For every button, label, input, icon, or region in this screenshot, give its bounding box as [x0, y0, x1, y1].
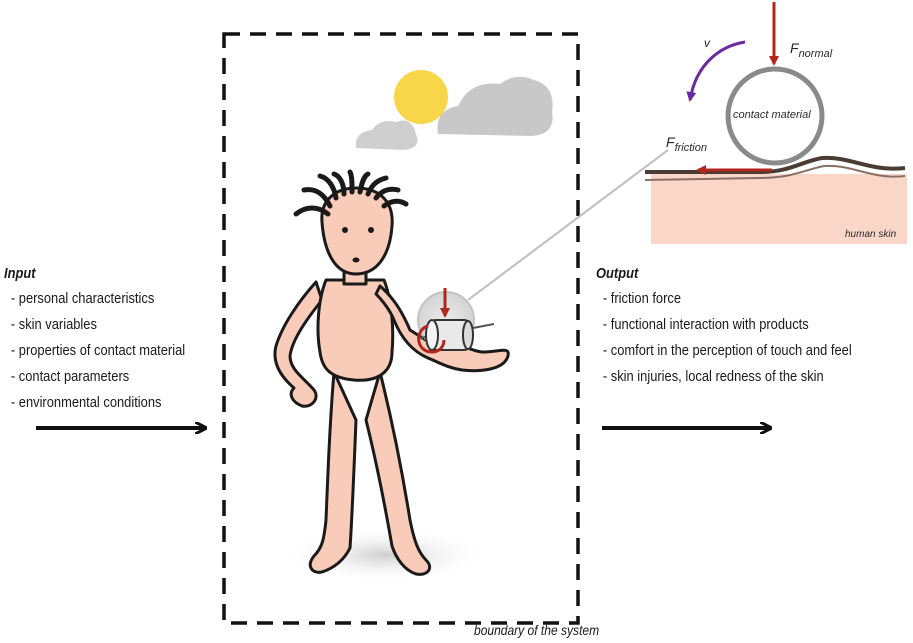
input-item: personal characteristics [11, 286, 185, 312]
left-leg [308, 370, 358, 574]
input-item: skin variables [11, 312, 185, 338]
output-item: comfort in the perception of touch and f… [603, 338, 852, 364]
zoom-connector-line [467, 149, 669, 301]
boundary-label: boundary of the system [474, 622, 600, 638]
hair [293, 169, 409, 217]
output-item: friction force [603, 286, 852, 312]
output-item: skin injuries, local redness of the skin [603, 364, 852, 390]
input-block: Input personal characteristics skin vari… [4, 262, 185, 416]
velocity-label: v [704, 36, 710, 50]
input-item: contact parameters [11, 364, 185, 390]
right-leg [364, 370, 432, 576]
left-arm [273, 280, 324, 408]
skin-surface-line [645, 155, 906, 174]
roller-icon [417, 288, 495, 354]
normal-force-label: Fnormal [790, 40, 832, 60]
person-figure [273, 186, 510, 576]
cloud-icon [437, 76, 553, 136]
output-heading: Output [596, 265, 639, 282]
normal-force-symbol: F [790, 40, 799, 56]
inset-skin-area [651, 174, 907, 244]
contact-material-roller [725, 66, 825, 166]
velocity-arrow [686, 40, 746, 102]
friction-force-symbol: F [666, 134, 675, 150]
contact-material-label: contact material [733, 109, 811, 121]
input-item: environmental conditions [11, 390, 185, 416]
skin-under-line [644, 164, 906, 181]
ground-shadow [280, 527, 490, 583]
torso [316, 278, 395, 382]
output-item: functional interaction with products [603, 312, 852, 338]
output-block: Output friction force functional interac… [596, 262, 852, 390]
input-list: personal characteristics skin variables … [4, 286, 185, 416]
output-list: friction force functional interaction wi… [596, 286, 852, 390]
small-rotation-arrow [417, 324, 446, 354]
input-item: properties of contact material [11, 338, 185, 364]
right-eye [368, 227, 374, 233]
human-skin-label: human skin [845, 229, 897, 240]
left-eye [342, 227, 348, 233]
small-cloud-icon [355, 120, 418, 150]
mouth [352, 257, 360, 263]
friction-inset [644, 2, 907, 244]
sun-icon [394, 70, 448, 124]
friction-force-label: Ffriction [666, 134, 707, 154]
friction-force-subscript: friction [674, 141, 707, 154]
face [342, 227, 374, 263]
input-heading: Input [4, 265, 36, 282]
normal-force-subscript: normal [798, 47, 833, 60]
weather-icon [355, 70, 553, 150]
system-boundary [222, 32, 580, 625]
